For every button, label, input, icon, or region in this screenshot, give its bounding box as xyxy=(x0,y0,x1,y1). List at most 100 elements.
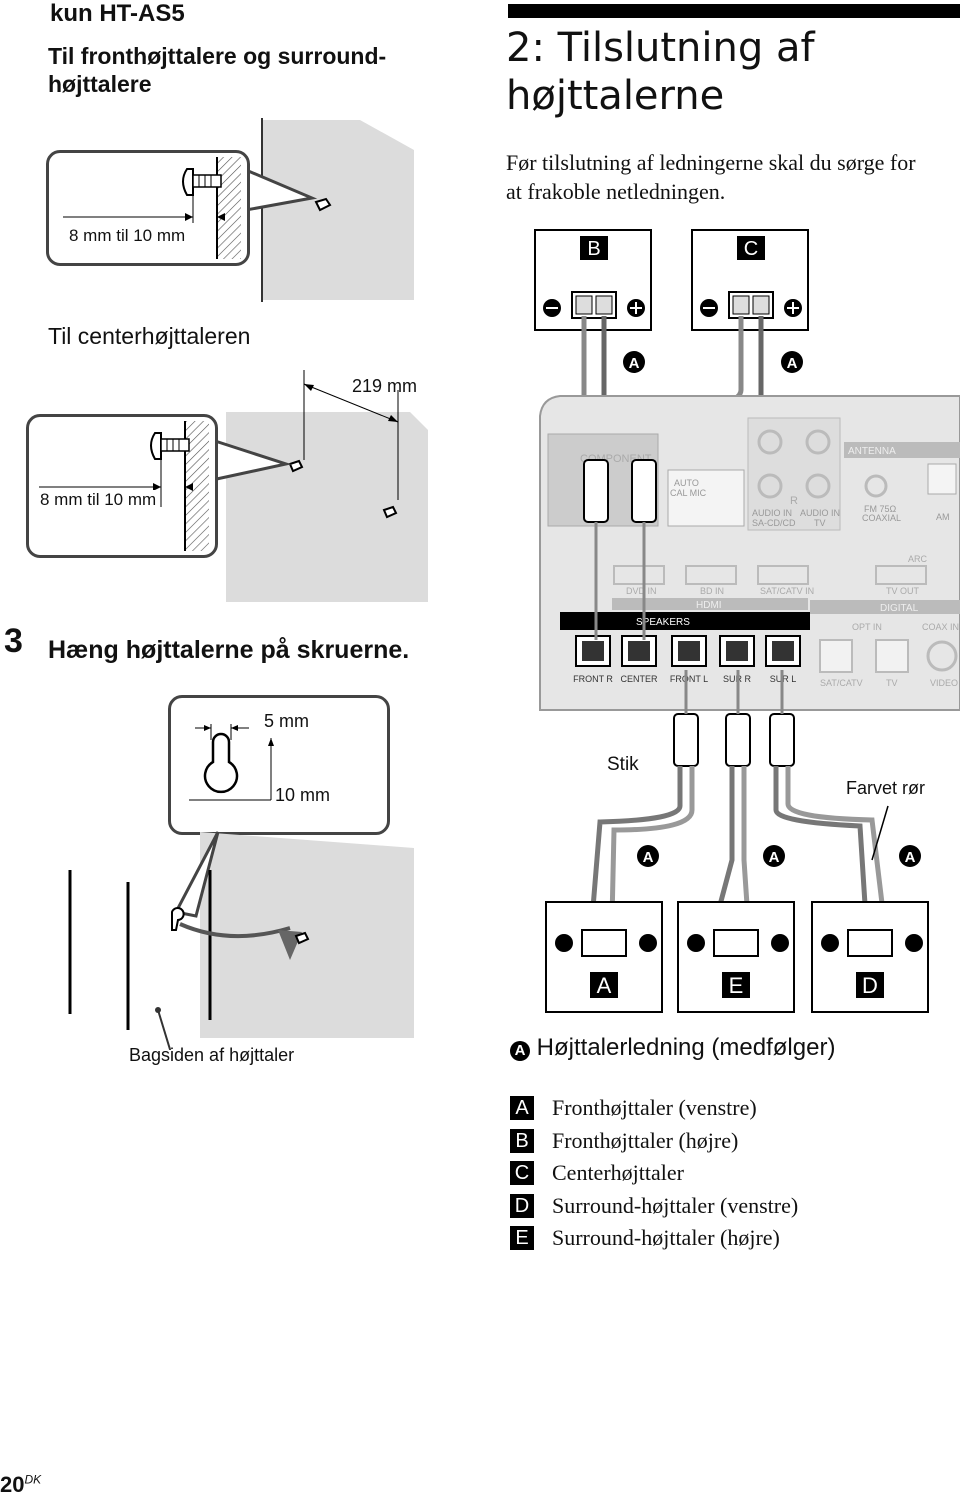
keyhole-diagram xyxy=(189,724,274,801)
page-number-suffix: DK xyxy=(24,1472,42,1487)
connection-diagram: B C A A COMPONENT AUTO CAL MIC R AU xyxy=(534,229,960,1013)
antenna-label: ANTENNA xyxy=(848,446,896,457)
wall-illustration-2 xyxy=(210,370,428,602)
receiver-panel: COMPONENT AUTO CAL MIC R AUDIO IN SA-CD/… xyxy=(539,395,960,711)
legend-item: D Surround-højttaler (venstre) xyxy=(510,1190,798,1223)
intro-text: Før tilslutning af ledningerne skal du s… xyxy=(506,148,916,206)
hole-width-label: 5 mm xyxy=(264,711,309,731)
opt-in-label: OPT IN xyxy=(852,622,882,632)
sat-catv-in-label: SAT/CATV IN xyxy=(760,586,814,596)
cable-legend: A Højttalerledning (medfølger) xyxy=(510,1034,835,1062)
screw-callout-1 xyxy=(46,150,250,266)
legend-item: A Fronthøjttaler (venstre) xyxy=(510,1092,798,1125)
auto-cal-label: AUTO xyxy=(674,478,699,488)
tube-label: Farvet rør xyxy=(846,778,925,798)
speaker-terminal-socket xyxy=(628,641,650,661)
page-number-value: 20 xyxy=(0,1472,25,1497)
speaker-letter: E xyxy=(729,973,744,998)
audio-in-label-1: AUDIO IN xyxy=(752,508,792,518)
speakers-label: SPEAKERS xyxy=(636,617,690,628)
cable-a-letter: A xyxy=(769,849,780,866)
connector-label: Stik xyxy=(607,754,639,775)
back-label: Bagsiden af højttaler xyxy=(129,1045,295,1065)
bottom-plugs xyxy=(673,670,795,767)
speaker-c-letter: C xyxy=(744,238,758,260)
model-heading: kun HT-AS5 xyxy=(50,0,185,27)
center-spacing-label: 219 mm xyxy=(352,376,418,396)
tv-out-label: TV OUT xyxy=(886,586,920,596)
cable-a-marker xyxy=(623,351,645,373)
plus-icon xyxy=(639,934,657,952)
dvd-in-label: DVD IN xyxy=(626,586,657,596)
speaker-b-panel: B xyxy=(534,229,652,331)
step-text: Hæng højttalerne på skruerne. xyxy=(48,636,410,664)
section-title-line2: højttalerne xyxy=(506,73,725,119)
section-title-line1: 2: Tilslutning af xyxy=(506,25,815,71)
video-label: VIDEO xyxy=(930,678,958,688)
speaker-terminal-socket xyxy=(582,641,604,661)
keyhole-icon xyxy=(171,907,185,931)
screw-head-icon xyxy=(182,168,194,196)
bd-in-label: BD IN xyxy=(700,586,724,596)
speaker-d-panel: D xyxy=(811,901,929,1013)
cable-legend-badge: A xyxy=(510,1041,530,1061)
legend-letter: A xyxy=(510,1096,534,1121)
front-surround-title-line1: Til fronthøjttalere og surround- xyxy=(48,43,387,69)
minus-icon xyxy=(687,934,705,952)
fm-label: FM 75Ω xyxy=(864,504,897,514)
minus-icon xyxy=(555,934,573,952)
legend-letter: D xyxy=(510,1193,534,1218)
coax-in-label: COAX IN xyxy=(922,622,959,632)
speaker-letter: A xyxy=(597,973,612,998)
minus-icon xyxy=(821,934,839,952)
legend-letter: C xyxy=(510,1161,534,1186)
screw-depth-label-2: 8 mm til 10 mm xyxy=(38,490,159,510)
section-title: 2: Tilslutning af højttalerne xyxy=(506,24,815,120)
plus-icon xyxy=(771,934,789,952)
arc-label: ARC xyxy=(908,554,928,564)
screw-depth-diagram-2 xyxy=(39,421,209,551)
wall-illustration-1 xyxy=(244,118,414,302)
speaker-c-panel: C xyxy=(691,229,809,331)
cable-legend-text: Højttalerledning (medfølger) xyxy=(536,1034,836,1061)
center-title: Til centerhøjttaleren xyxy=(48,323,251,349)
digital-label: DIGITAL xyxy=(880,603,919,614)
sat-catv-label: SAT/CATV xyxy=(820,678,863,688)
cable-a-marker xyxy=(781,351,803,373)
speaker-b-letter: B xyxy=(587,238,600,260)
cable-a-letter: A xyxy=(905,849,916,866)
speaker-terminal-label: FRONT R xyxy=(573,674,613,684)
am-label: AM xyxy=(936,512,950,522)
plus-icon xyxy=(905,934,923,952)
cable-a-letter: A xyxy=(643,849,654,866)
screw-icon xyxy=(314,197,332,212)
legend-text: Surround-højttaler (venstre) xyxy=(552,1192,799,1218)
step-number: 3 xyxy=(4,622,23,660)
screw-depth-label-1: 8 mm til 10 mm xyxy=(67,226,188,246)
keyhole-callout xyxy=(168,695,390,835)
front-surround-title-line2: højttalere xyxy=(48,71,152,97)
screw-depth-diagram-1 xyxy=(63,157,241,259)
cable-a-marker xyxy=(637,845,659,867)
legend-text: Surround-højttaler (højre) xyxy=(552,1225,780,1251)
sa-cd-label: SA-CD/CD xyxy=(752,518,796,528)
coaxial-label: COAXIAL xyxy=(862,513,901,523)
screw-icon xyxy=(382,505,398,519)
speaker-terminal-socket xyxy=(678,641,700,661)
cal-mic-label: CAL MIC xyxy=(670,488,707,498)
legend-letter: E xyxy=(510,1226,534,1251)
page-number: 20DK xyxy=(0,1472,41,1498)
legend-text: Fronthøjttaler (venstre) xyxy=(552,1095,757,1121)
section-rule xyxy=(508,4,960,18)
speaker-back-illustration xyxy=(68,831,414,1050)
cable-a-marker xyxy=(899,845,921,867)
speaker-e-panel: E xyxy=(677,901,795,1013)
cable-a-letter: A xyxy=(787,355,798,372)
speaker-letter: D xyxy=(862,973,878,998)
r-label: R xyxy=(790,495,798,507)
speaker-terminal-socket xyxy=(772,641,794,661)
intro-line2: at frakoble netledningen. xyxy=(506,179,726,204)
keyhole-icon xyxy=(203,732,239,794)
